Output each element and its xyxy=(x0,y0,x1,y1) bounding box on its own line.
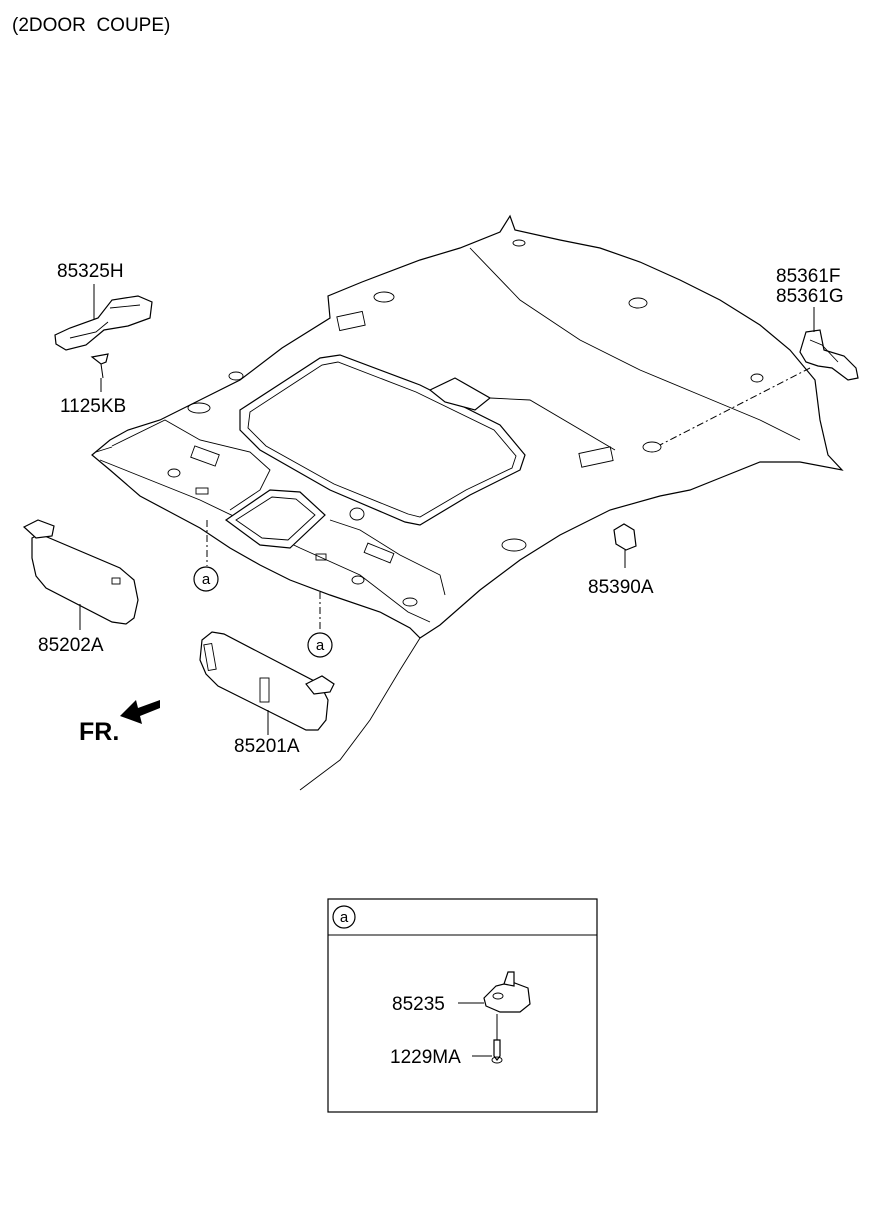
bracket-85361F-85361G xyxy=(659,307,859,446)
detail-marker-label: a xyxy=(340,909,349,926)
bracket-85325H xyxy=(54,284,153,351)
sunvisor-85201A xyxy=(199,631,335,735)
callout-1229MA: 1229MA xyxy=(390,1047,461,1068)
callout-85361F: 85361F xyxy=(776,266,840,287)
visor-holder-85235 xyxy=(458,971,531,1013)
variant-title: (2DOOR COUPE) xyxy=(12,15,170,36)
clip-85390A xyxy=(613,523,637,568)
ref-marker-left xyxy=(193,566,219,592)
clip-1125KB xyxy=(90,353,109,392)
front-arrow-icon xyxy=(120,700,160,724)
front-direction-label: FR. xyxy=(79,718,119,746)
callout-85325H: 85325H xyxy=(57,261,124,282)
screw-1229MA xyxy=(472,1014,503,1064)
callout-85235: 85235 xyxy=(392,994,445,1015)
ref-marker-right xyxy=(307,632,333,658)
detail-marker xyxy=(332,905,356,929)
ref-marker-right-label: a xyxy=(316,637,325,654)
headliner-panel xyxy=(91,214,844,791)
callout-85390A: 85390A xyxy=(588,577,654,598)
callout-85361G: 85361G xyxy=(776,286,844,307)
ref-marker-left-label: a xyxy=(202,571,211,588)
sunvisor-85202A xyxy=(22,519,139,630)
callout-85202A: 85202A xyxy=(38,635,104,656)
callout-1125KB: 1125KB xyxy=(60,396,126,417)
detail-box: a 85235 1229MA xyxy=(327,898,598,1113)
callout-85201A: 85201A xyxy=(234,736,300,757)
